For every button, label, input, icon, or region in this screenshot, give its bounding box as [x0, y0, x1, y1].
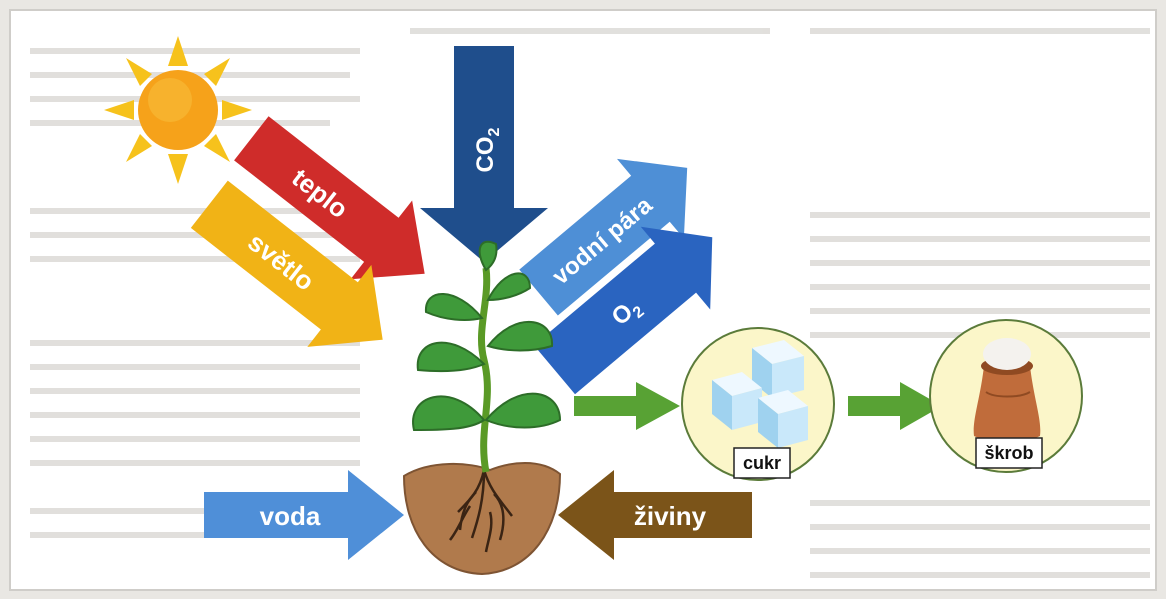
leaf — [486, 272, 532, 302]
water-label: voda — [260, 501, 321, 531]
leaf — [424, 293, 484, 321]
svg-text:CO2: CO2 — [472, 127, 503, 172]
starch-label-box — [975, 437, 1043, 469]
starch-node: škrob — [929, 319, 1083, 473]
light-arrow-shape — [190, 180, 383, 347]
sugar-node: cukr — [681, 327, 835, 481]
leaf — [412, 395, 486, 432]
leaf — [478, 240, 498, 272]
water-vapor-arrow-shape — [519, 158, 688, 316]
sugar-cubes-icon — [712, 340, 808, 448]
soil-pot — [402, 462, 562, 576]
heat-arrow: teplo — [234, 116, 425, 280]
sugar-label: cukr — [743, 453, 781, 473]
plant-icon — [402, 240, 562, 576]
leaf — [486, 320, 554, 352]
co2-label: CO — [472, 136, 499, 172]
sugar-to-starch-arrow — [848, 382, 942, 430]
starch-sack-icon — [973, 338, 1041, 442]
sugar-label-box — [733, 447, 791, 479]
heat-arrow-shape — [234, 116, 425, 280]
co2-arrow-shape — [420, 46, 548, 262]
co2-arrow: CO2 — [420, 46, 548, 262]
nutrients-arrow-shape — [558, 470, 752, 560]
leaf — [484, 392, 562, 429]
water-arrow: voda — [204, 470, 404, 560]
nutrients-label: živiny — [634, 501, 707, 531]
co2-subscript: 2 — [486, 127, 503, 136]
leaf — [416, 341, 486, 373]
sun-icon — [104, 36, 252, 184]
plant-stem — [478, 267, 491, 473]
water-arrow-shape — [204, 470, 404, 560]
o2-arrow-shape — [533, 226, 713, 395]
plant-to-sugar-arrow — [574, 382, 680, 430]
o2-arrow: O2 — [533, 226, 713, 395]
starch-label: škrob — [984, 443, 1033, 463]
nutrients-arrow: živiny — [558, 470, 752, 560]
plant-roots — [449, 469, 513, 553]
